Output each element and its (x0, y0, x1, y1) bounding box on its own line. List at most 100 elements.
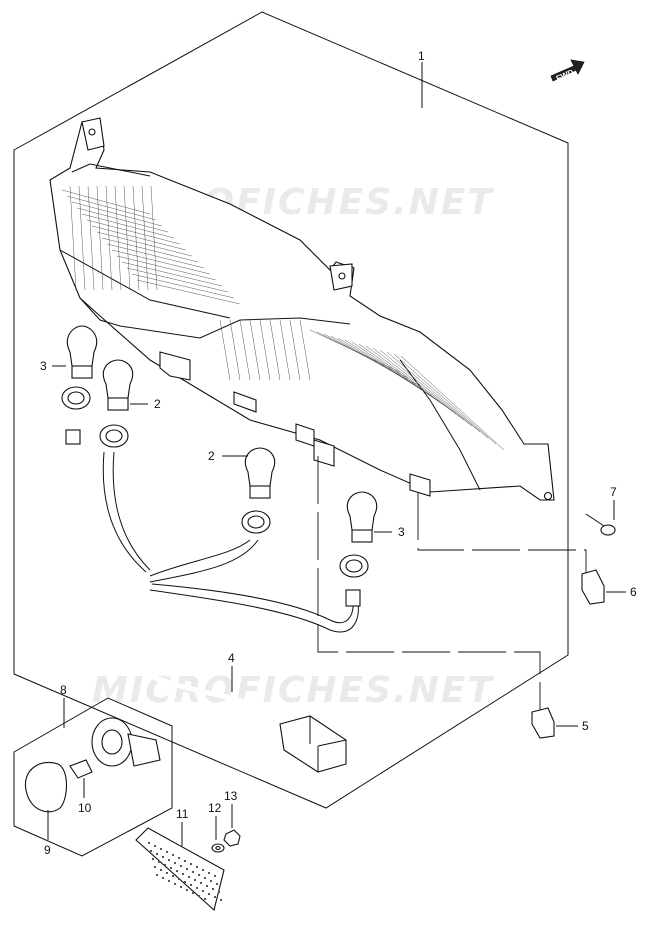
license-lamp-housing (91, 717, 161, 767)
hatch-line (351, 341, 449, 409)
screw-head (600, 524, 616, 536)
socket-4-plug (345, 589, 361, 607)
harness-wire-d (149, 539, 259, 583)
reflector-dot (180, 865, 182, 867)
hatch-line (269, 319, 281, 381)
bulb-glass (66, 325, 98, 367)
wiring-harness (61, 386, 369, 773)
hatch-line (76, 207, 169, 233)
hatch-line (106, 243, 205, 269)
bulb-3-right (346, 491, 378, 543)
callout-13: 13 (224, 789, 238, 803)
reflector-dot (184, 881, 186, 883)
hatch-line (131, 273, 235, 299)
reflector-dot (208, 872, 210, 874)
reflector-dot (220, 899, 222, 901)
hatch-line (101, 237, 199, 263)
forward-direction-badge: FWD (550, 59, 585, 84)
hatch-line (150, 185, 158, 291)
bulb-base (107, 397, 129, 411)
reflector-dot (166, 872, 168, 874)
callout-2-center: 2 (208, 449, 215, 463)
mount-hole-left (88, 128, 96, 136)
bulb-2-upper-left (102, 359, 134, 411)
hatch-line (105, 185, 113, 291)
hatch-line (111, 249, 211, 275)
socket-1-plug (65, 429, 81, 445)
reflector-dot (160, 869, 162, 871)
socket-2-core (105, 429, 123, 443)
hatch-line (66, 195, 157, 221)
hatch-line (141, 185, 149, 291)
harness-sheath-inner (70, 409, 292, 733)
hatch-line (69, 185, 77, 291)
lens-mid-contour (59, 249, 231, 319)
reflector-dot (168, 880, 170, 882)
hatch-line (219, 319, 231, 381)
housing-connector (127, 733, 161, 767)
reflector-dot (184, 860, 186, 862)
reflector-dot (194, 879, 196, 881)
reflector-dot (212, 888, 214, 890)
reflector-dot (218, 891, 220, 893)
callout-10: 10 (78, 801, 92, 815)
reflector-dot (148, 842, 150, 844)
hatch-line (126, 267, 229, 293)
reflector-dot (152, 858, 154, 860)
reflector-dot (178, 878, 180, 880)
hatch-line (136, 279, 241, 305)
hatch-line (123, 185, 131, 291)
bulb-glass (244, 447, 276, 487)
bulb-base (249, 485, 271, 499)
reflector-dot (204, 877, 206, 879)
reflector-dot (200, 882, 202, 884)
hatch-line (132, 185, 140, 291)
hatch-line (372, 347, 473, 427)
reflector-dot (168, 859, 170, 861)
callout-2-upper: 2 (154, 397, 161, 411)
reflector-dot (174, 883, 176, 885)
fwd-arrow-icon (550, 59, 585, 82)
mount-hole-top (338, 272, 346, 280)
reflector-dot (150, 850, 152, 852)
lens-inner-edge (79, 297, 351, 339)
tail-lamp-lens (49, 119, 555, 501)
reflector-dot (208, 893, 210, 895)
hatch-line (259, 319, 271, 381)
hatch-line (114, 185, 122, 291)
hatch-line (116, 255, 217, 281)
callout-6: 6 (630, 585, 637, 599)
harness-wire-b (102, 451, 147, 573)
reflector-dot (190, 863, 192, 865)
callout-9: 9 (44, 843, 51, 857)
hatch-line (96, 185, 104, 291)
reflector-dot (216, 883, 218, 885)
hatch-line (393, 353, 497, 445)
reflector-dot (192, 892, 194, 894)
reflector-dot (214, 896, 216, 898)
reflector-dot (158, 861, 160, 863)
bulb-3-upper-left (66, 325, 98, 379)
harness-connector (279, 715, 347, 773)
reflector-dot (176, 870, 178, 872)
socket-1-core (67, 391, 85, 405)
reflector-texture (148, 842, 222, 901)
reflector-dot (196, 866, 198, 868)
fwd-label: FWD (555, 68, 576, 84)
hatch-line (71, 201, 163, 227)
reflector-dot (186, 868, 188, 870)
lens-hatching-left (61, 185, 241, 305)
hatch-line (61, 189, 151, 215)
hatch-line (279, 319, 291, 381)
reflector-dot (174, 862, 176, 864)
washer-hole (215, 845, 221, 851)
callout-1: 1 (418, 49, 425, 63)
hatch-line (289, 319, 301, 381)
hatch-line (91, 225, 187, 251)
callout-8: 8 (60, 683, 67, 697)
reflector-dot (172, 875, 174, 877)
reflector-dot (172, 854, 174, 856)
reflector-dot (206, 885, 208, 887)
lens-clip-5 (233, 391, 257, 413)
